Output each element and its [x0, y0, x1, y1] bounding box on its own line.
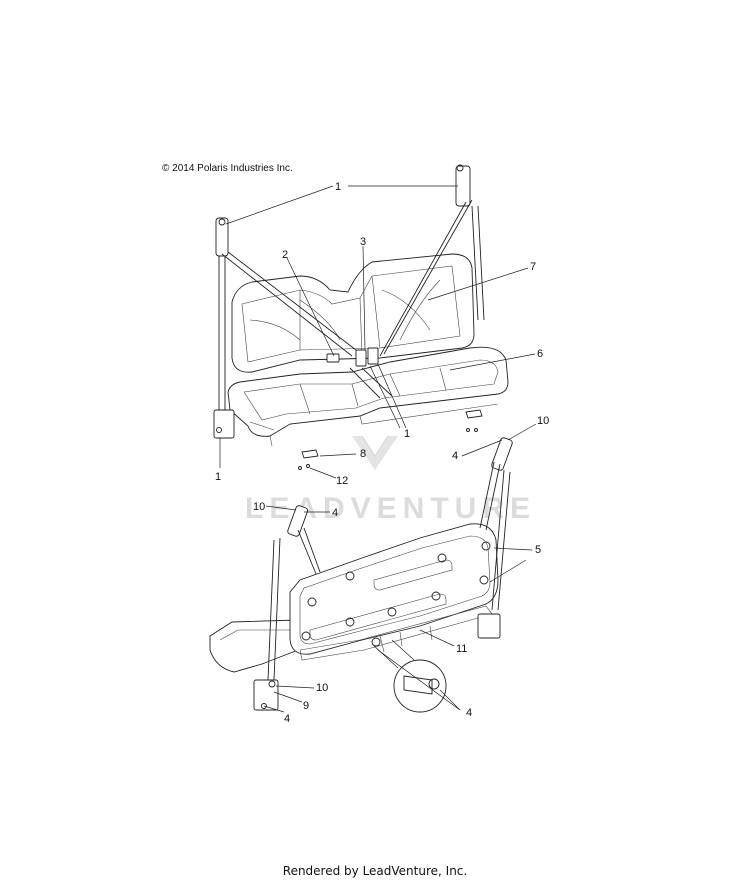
copyright-notice: © 2014 Polaris Industries Inc.	[162, 163, 293, 174]
callout-1-center: 1	[404, 428, 410, 440]
leader-lines	[219, 185, 537, 713]
seat-back-panel	[289, 523, 499, 655]
callout-7: 7	[530, 261, 536, 273]
callout-10-bottom: 10	[316, 682, 328, 694]
callout-12: 12	[336, 475, 348, 487]
detail-callout-circle	[393, 659, 447, 713]
upper-seat-assembly	[213, 164, 509, 470]
callout-5: 5	[535, 544, 541, 556]
callout-4-bottom-left: 4	[284, 713, 290, 725]
callout-11: 11	[456, 643, 467, 655]
callout-4-left: 4	[332, 507, 338, 519]
watermark-logo: LEADVENTURE	[245, 435, 536, 525]
left-lower-anchor	[213, 409, 235, 439]
left-upper-retractor	[215, 217, 229, 257]
callout-2: 2	[282, 249, 288, 261]
callout-3: 3	[360, 236, 366, 248]
callout-1-top: 1	[335, 181, 341, 193]
lower-seat-assembly	[209, 437, 513, 713]
callout-4-detail: 4	[466, 707, 472, 719]
callout-10-right: 10	[537, 415, 549, 427]
watermark-text: LEADVENTURE	[245, 492, 536, 525]
callout-8: 8	[360, 448, 366, 460]
callout-10-left: 10	[253, 501, 265, 513]
callout-4-right: 4	[452, 450, 458, 462]
callout-numbers: 1 2 3 7 6 1 10 4 8 1 12 10 4 5 11 10 9 4…	[215, 181, 549, 725]
callout-6: 6	[537, 348, 543, 360]
right-upper-retractor	[455, 165, 471, 207]
footer-credit: Rendered by LeadVenture, Inc.	[282, 864, 468, 878]
callout-9: 9	[303, 700, 309, 712]
callout-1-left: 1	[215, 471, 221, 483]
